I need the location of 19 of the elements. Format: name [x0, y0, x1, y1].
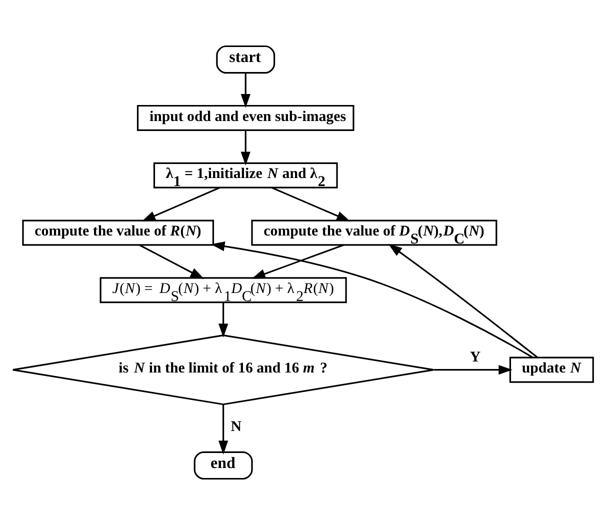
- arrow: [434, 364, 512, 374]
- node-box: update N: [509, 356, 594, 382]
- arrow: [218, 302, 228, 338]
- arrow: [139, 244, 204, 279]
- arrow: [388, 243, 538, 358]
- edge-label: N: [230, 418, 242, 435]
- arrow: [271, 186, 350, 221]
- node-box: start: [216, 44, 276, 74]
- node-box: end: [194, 450, 253, 480]
- node-diamond: is N in the limit of 16 and 16 m ?: [12, 334, 434, 405]
- arrow: [142, 186, 220, 221]
- edge-label: Y: [470, 349, 481, 366]
- arrow: [210, 241, 534, 358]
- arrow: [218, 404, 228, 454]
- node-box: compute the value of R(N): [22, 219, 214, 246]
- arrow: [240, 72, 250, 108]
- node-box: input odd and even sub-images: [136, 104, 354, 130]
- arrow: [240, 130, 250, 166]
- arrow: [252, 244, 344, 278]
